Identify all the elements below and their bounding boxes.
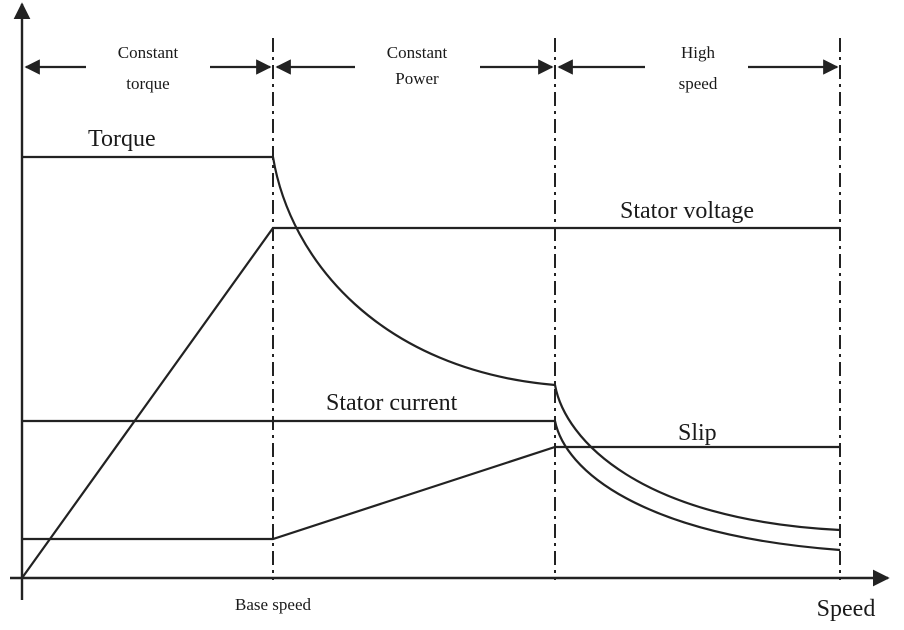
base-speed-label: Base speed [235,595,312,614]
stator-voltage-curve [21,226,840,579]
slip-label: Slip [678,420,717,446]
high-speed-label-line2: speed [679,74,718,93]
constant-torque-label-line1: Constant [118,43,179,62]
constant-power-label-line1: Constant [387,43,448,62]
torque-curve [22,155,841,532]
constant-torque-label-line2: torque [126,74,169,93]
torque-label: Torque [88,126,156,152]
stator-current-label: Stator current [326,390,458,416]
stator-voltage-label: Stator voltage [620,198,754,224]
stator-current-curve [22,419,841,552]
x-axis-label: Speed [817,596,876,622]
slip-curve [22,445,840,541]
constant-power-label-line2: Power [395,69,439,88]
high-speed-label-line1: High [681,43,716,62]
